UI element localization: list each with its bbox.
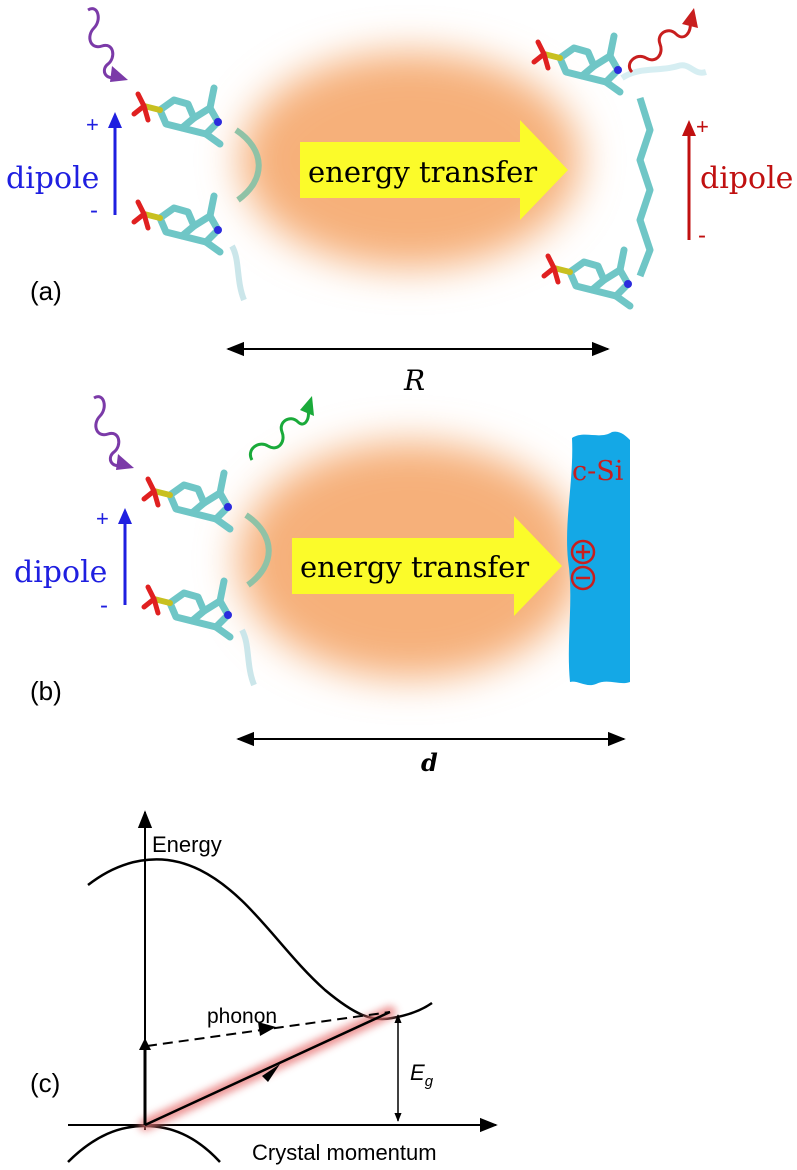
photon-in-a-head [110, 66, 128, 82]
donor-dipole-arrow-b-head [118, 508, 132, 524]
phonon-arrow-head [258, 1022, 276, 1036]
donor-molecule-b [144, 473, 272, 687]
phonon-arrow [146, 1011, 391, 1047]
donor-dipole-arrow-a-head [108, 112, 122, 128]
electron-hole-pair-icon [570, 539, 596, 591]
distance-label-a: R [403, 364, 425, 397]
donor-dipole-minus-a: - [90, 197, 98, 224]
panel-b: + dipole - energy transfer c-Si (b) d [14, 395, 630, 777]
photon-vertical-arrow-head [139, 1038, 151, 1050]
energy-transfer-arrow-a [300, 120, 568, 220]
valence-band [67, 1124, 221, 1163]
gap-symbol: E [410, 1060, 425, 1085]
donor-dipole-label-b: dipole [14, 555, 107, 590]
photon-in-b [93, 395, 125, 467]
photon-out-a-head [682, 8, 698, 28]
indirect-transition-arrow [144, 1010, 391, 1127]
gap-subscript: g [425, 1073, 434, 1090]
acceptor-molecule-a [534, 36, 707, 306]
donor-dipole-label-a: dipole [6, 161, 99, 196]
panel-label-c: (c) [30, 1068, 60, 1098]
acceptor-dipole-arrow-a-head [682, 120, 696, 136]
photon-out-b [249, 409, 310, 461]
energy-transfer-label-a: energy transfer [308, 155, 537, 189]
energy-transfer-label-b: energy transfer [300, 550, 529, 584]
photon-in-a [87, 7, 119, 79]
photon-out-a [627, 21, 692, 74]
silicon-slab [567, 431, 630, 686]
donor-dipole-minus-b: - [100, 592, 108, 619]
acceptor-dipole-label-a: dipole [700, 161, 793, 196]
momentum-axis-label: Crystal momentum [252, 1140, 437, 1165]
acceptor-dipole-plus-a: + [696, 114, 709, 139]
panel-a: + dipole - energy transfer + dipole - (a… [6, 7, 793, 397]
energy-axis-label: Energy [152, 832, 222, 857]
donor-dipole-plus-b: + [96, 506, 109, 531]
photon-out-b-head [300, 396, 314, 416]
panel-label-b: (b) [30, 676, 62, 706]
distance-label-b: d [421, 748, 438, 777]
panel-c: Energy Crystal momentum phonon Eg (c) [30, 810, 498, 1165]
energy-transfer-arrow-b [292, 516, 562, 616]
panel-label-a: (a) [30, 276, 62, 306]
photon-in-b-head [116, 454, 134, 470]
gap-label: Eg [410, 1060, 434, 1090]
donor-dipole-plus-a: + [86, 112, 99, 137]
conduction-band [87, 858, 433, 1021]
donor-molecule-a [134, 88, 262, 302]
silicon-label: c-Si [572, 456, 624, 487]
indirect-transition-arrow-head [262, 1064, 280, 1082]
acceptor-dipole-minus-a: - [698, 222, 706, 249]
phonon-label: phonon [207, 1005, 277, 1028]
